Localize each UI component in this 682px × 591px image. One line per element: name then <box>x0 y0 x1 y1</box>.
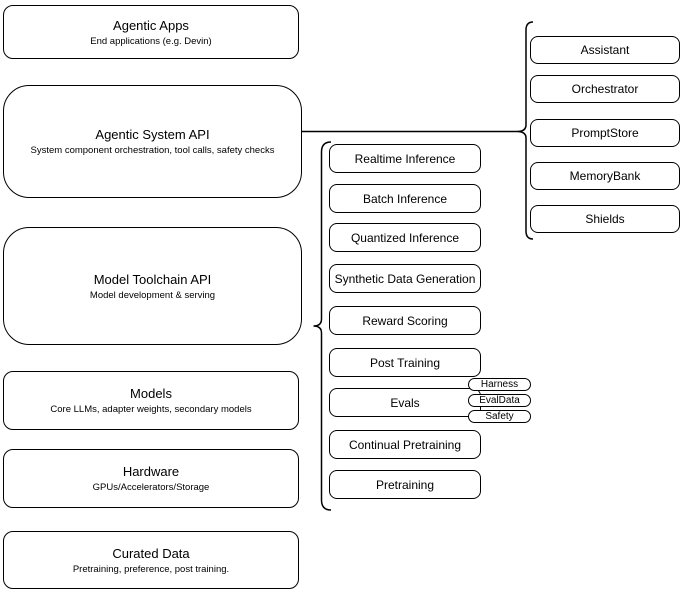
service-label: Realtime Inference <box>354 151 456 166</box>
box-subtitle: Model development & serving <box>89 289 216 301</box>
service-label: Quantized Inference <box>350 230 460 245</box>
tag-pill-harness: Harness <box>468 378 531 391</box>
component-box-assistant: Assistant <box>530 36 680 64</box>
box-agentic-system-api: Agentic System API System component orch… <box>3 85 302 198</box>
service-label: Synthetic Data Generation <box>334 271 476 286</box>
tag-label: Harness <box>480 378 519 390</box>
service-box-reward-scoring: Reward Scoring <box>329 306 481 335</box>
box-models: Models Core LLMs, adapter weights, secon… <box>3 371 299 430</box>
tag-label: Safety <box>485 410 514 422</box>
component-box-shields: Shields <box>530 205 680 233</box>
service-label: Batch Inference <box>362 191 448 206</box>
component-box-memorybank: MemoryBank <box>530 162 680 190</box>
service-box-quantized-inference: Quantized Inference <box>329 223 481 252</box>
box-title: Agentic Apps <box>113 17 189 33</box>
component-box-orchestrator: Orchestrator <box>530 75 680 103</box>
tag-pill-evaldata: EvalData <box>468 394 531 407</box>
component-label: PromptStore <box>571 126 639 140</box>
component-label: Assistant <box>580 43 630 57</box>
component-label: MemoryBank <box>569 169 641 183</box>
box-subtitle: GPUs/Accelerators/Storage <box>92 482 210 493</box>
service-box-post-training: Post Training <box>329 348 481 377</box>
service-box-pretraining: Pretraining <box>329 470 481 499</box>
box-title: Hardware <box>122 464 180 479</box>
box-title: Model Toolchain API <box>93 271 212 287</box>
box-title: Curated Data <box>112 545 190 561</box>
box-subtitle: End applications (e.g. Devin) <box>90 35 212 47</box>
service-box-realtime-inference: Realtime Inference <box>329 144 481 173</box>
box-agentic-apps: Agentic Apps End applications (e.g. Devi… <box>3 5 299 59</box>
component-label: Orchestrator <box>571 82 639 96</box>
box-subtitle: System component orchestration, tool cal… <box>30 145 275 156</box>
service-box-evals: Evals <box>329 388 481 417</box>
tag-label: EvalData <box>479 394 520 406</box>
tag-pill-safety: Safety <box>468 410 531 423</box>
component-label: Shields <box>585 212 625 226</box>
service-box-synthetic-data-generation: Synthetic Data Generation <box>329 264 481 293</box>
box-hardware: Hardware GPUs/Accelerators/Storage <box>3 449 299 508</box>
service-box-batch-inference: Batch Inference <box>329 184 481 213</box>
service-label: Post Training <box>369 355 441 370</box>
service-label: Pretraining <box>375 477 435 492</box>
box-title: Models <box>130 386 172 401</box>
service-label: Reward Scoring <box>362 313 448 328</box>
service-box-continual-pretraining: Continual Pretraining <box>329 430 481 459</box>
service-label: Evals <box>390 395 420 410</box>
box-model-toolchain-api: Model Toolchain API Model development & … <box>3 227 302 345</box>
box-subtitle: Pretraining, preference, post training. <box>72 563 230 575</box>
component-box-promptstore: PromptStore <box>530 119 680 147</box>
box-curated-data: Curated Data Pretraining, preference, po… <box>3 531 299 589</box>
box-subtitle: Core LLMs, adapter weights, secondary mo… <box>50 404 252 415</box>
box-title: Agentic System API <box>95 127 210 142</box>
service-label: Continual Pretraining <box>348 437 462 452</box>
